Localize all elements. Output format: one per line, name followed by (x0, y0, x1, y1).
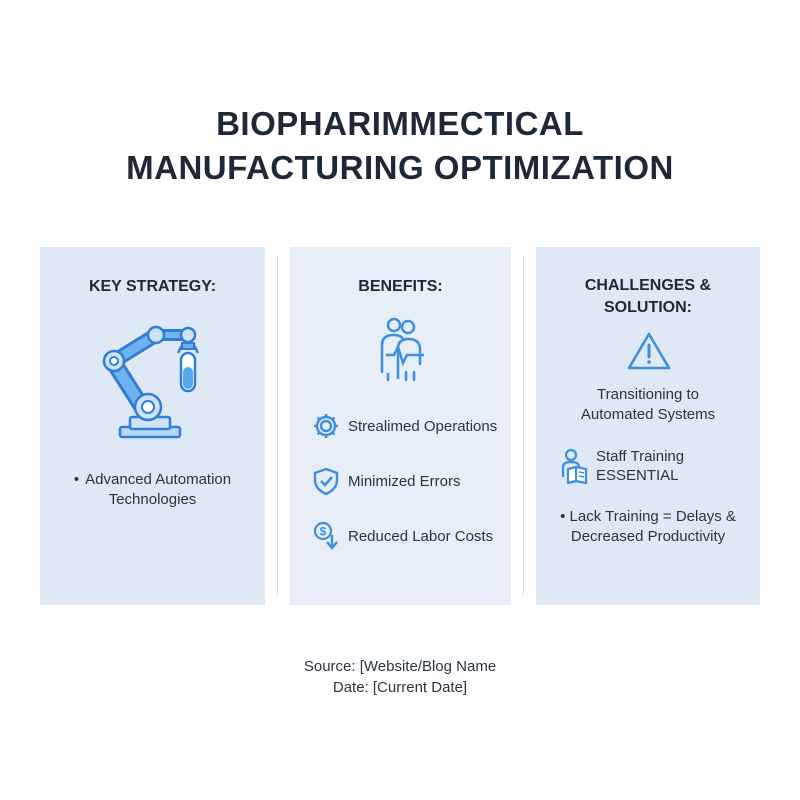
strategy-bullet-line-1: Advanced Automation (85, 471, 232, 488)
divider (277, 255, 278, 595)
bullet-dot: • (73, 471, 80, 488)
robot-arm-icon (102, 325, 200, 439)
challenges-heading-line-2: SOLUTION: (604, 299, 692, 316)
divider (523, 255, 524, 595)
transition-line-2: Automated Systems (580, 406, 716, 423)
team-icon (380, 317, 424, 381)
benefit-label: Strealimed Operations (348, 417, 498, 435)
transition-text: Transitioning to Automated Systems (536, 385, 760, 425)
staff-training-line-2: ESSENTIAL (596, 467, 679, 484)
gear-icon (314, 414, 338, 438)
benefit-item-streamlined: Strealimed Operations (312, 412, 497, 440)
date-text: Date: [Current Date] (332, 679, 468, 696)
benefits-panel: BENEFITS: Strealimed Operations Minimize… (290, 247, 511, 605)
shield-check-icon (313, 467, 339, 495)
staff-training-label: Staff Training ESSENTIAL (596, 447, 684, 485)
transition-line-1: Transitioning to (597, 386, 699, 403)
bullet-dot: • (560, 508, 570, 525)
benefits-heading: BENEFITS: (358, 278, 443, 295)
training-book-icon (561, 448, 588, 485)
challenges-heading: CHALLENGES & SOLUTION: (536, 275, 760, 319)
key-strategy-panel: KEY STRATEGY: • Advanced Automation Techn… (40, 247, 265, 605)
challenges-panel: CHALLENGES & SOLUTION: Transitioning to … (536, 247, 760, 605)
challenges-heading-line-1: CHALLENGES & (584, 277, 712, 294)
benefit-label: Reduced Labor Costs (348, 527, 494, 545)
benefit-item-costs: $ Reduced Labor Costs (312, 521, 494, 550)
title-line-1: BIOPHARIMMECTICAL (216, 105, 584, 142)
challenges-bullet: • Lack Training = Delays & Decreased Pro… (536, 507, 760, 547)
challenges-bullet-line-1: Lack Training = Delays & (569, 508, 736, 525)
page-title: BIOPHARIMMECTICAL MANUFACTURING OPTIMIZA… (0, 102, 800, 190)
benefit-item-errors: Minimized Errors (312, 467, 461, 495)
warning-icon (627, 332, 671, 370)
key-strategy-heading: KEY STRATEGY: (88, 278, 217, 295)
dollar-down-icon: $ (313, 521, 338, 550)
challenges-bullet-line-2: Decreased Productivity (570, 528, 726, 545)
staff-training-item: Staff Training ESSENTIAL (560, 447, 684, 485)
staff-training-line-1: Staff Training (596, 448, 685, 465)
svg-text:$: $ (320, 525, 327, 539)
source-text: Source: [Website/Blog Name (303, 658, 497, 675)
footer: Source: [Website/Blog Name Date: [Curren… (0, 656, 800, 698)
strategy-bullet: • Advanced Automation Technologies (40, 470, 265, 510)
benefit-label: Minimized Errors (348, 472, 461, 490)
title-line-2: MANUFACTURING OPTIMIZATION (126, 149, 674, 186)
strategy-bullet-line-2: Technologies (108, 491, 197, 508)
